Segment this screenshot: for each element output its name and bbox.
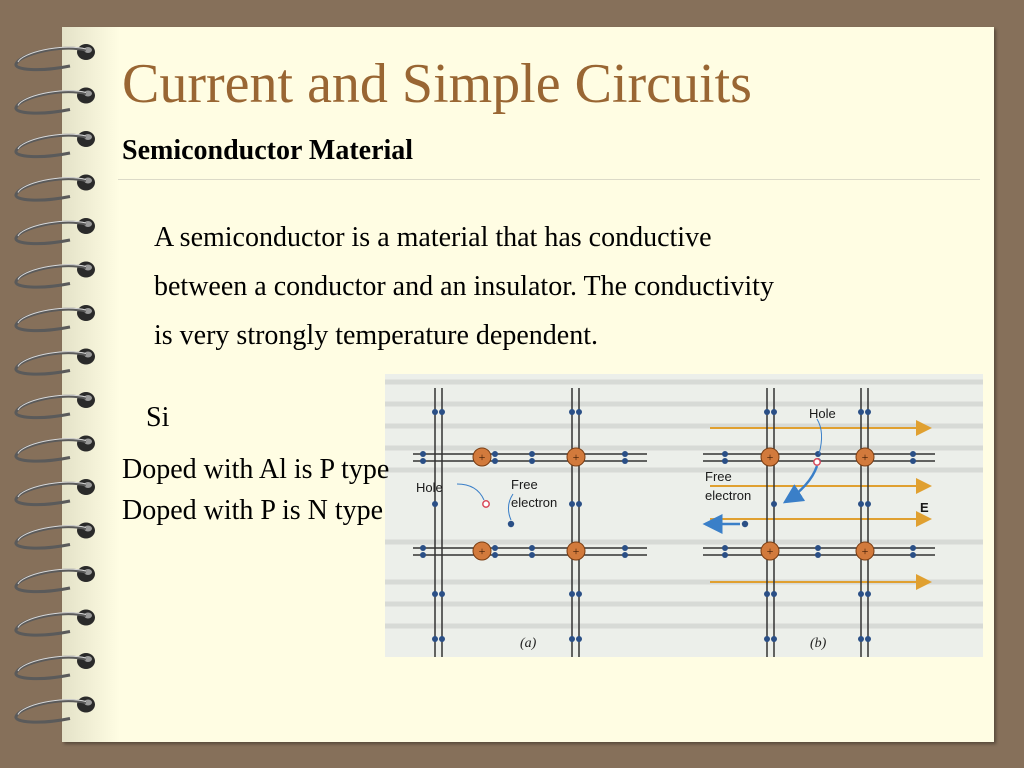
- paragraph-line-1: A semiconductor is a material that has c…: [154, 222, 712, 253]
- hole-label-a: Hole: [416, 480, 443, 495]
- slide-title: Current and Simple Circuits: [122, 53, 752, 115]
- atom-cores-b: + + + +: [760, 447, 875, 561]
- free-label-a: Free: [511, 477, 538, 492]
- spiral-binding: [14, 44, 95, 724]
- svg-text:+: +: [479, 450, 486, 464]
- binding-ring: [14, 653, 95, 681]
- svg-text:+: +: [573, 450, 580, 464]
- semiconductor-lattice-figure: + + + + Hole Free electron (a): [385, 374, 983, 657]
- binding-ring: [14, 392, 95, 420]
- binding-ring: [14, 696, 95, 724]
- binding-ring: [14, 87, 95, 115]
- hole-marker-b: [813, 458, 821, 466]
- atom-cores-a: + + + +: [472, 447, 586, 561]
- electron-label-b: electron: [705, 488, 751, 503]
- binding-ring: [14, 609, 95, 637]
- svg-text:+: +: [573, 544, 580, 558]
- svg-text:+: +: [862, 544, 869, 558]
- title-divider: [118, 179, 980, 180]
- hole-label-b: Hole: [809, 406, 836, 421]
- svg-text:+: +: [767, 544, 774, 558]
- doped-al-label: Doped with Al is P type: [122, 454, 390, 485]
- binding-ring: [14, 435, 95, 463]
- svg-text:+: +: [862, 450, 869, 464]
- paragraph-line-3: is very strongly temperature dependent.: [154, 320, 598, 351]
- binding-ring: [14, 218, 95, 246]
- lattice-panel-a: + + + + Hole Free electron (a): [413, 388, 647, 657]
- svg-text:+: +: [479, 544, 486, 558]
- caption-b: (b): [810, 636, 827, 651]
- background-text-ghost: [385, 379, 983, 629]
- binding-ring: [14, 131, 95, 159]
- doped-p-label: Doped with P is N type: [122, 495, 384, 526]
- binding-ring: [14, 348, 95, 376]
- paragraph-line-2: between a conductor and an insulator. Th…: [154, 271, 774, 302]
- binding-ring: [14, 261, 95, 289]
- caption-a: (a): [520, 636, 537, 651]
- binding-ring: [14, 44, 95, 72]
- si-label: Si: [146, 402, 170, 433]
- binding-ring: [14, 566, 95, 594]
- lattice-panel-b: + + + + Hole Free electron E (b): [702, 388, 935, 657]
- free-label-b: Free: [705, 469, 732, 484]
- definition-paragraph: A semiconductor is a material that has c…: [154, 213, 954, 360]
- field-label-e: E: [920, 500, 929, 515]
- hole-marker-a: [482, 500, 490, 508]
- binding-ring: [14, 174, 95, 202]
- binding-ring: [14, 479, 95, 507]
- svg-text:+: +: [767, 450, 774, 464]
- slide-subtitle: Semiconductor Material: [122, 135, 414, 166]
- binding-ring: [14, 305, 95, 333]
- electron-label-a: electron: [511, 495, 557, 510]
- binding-ring: [14, 522, 95, 550]
